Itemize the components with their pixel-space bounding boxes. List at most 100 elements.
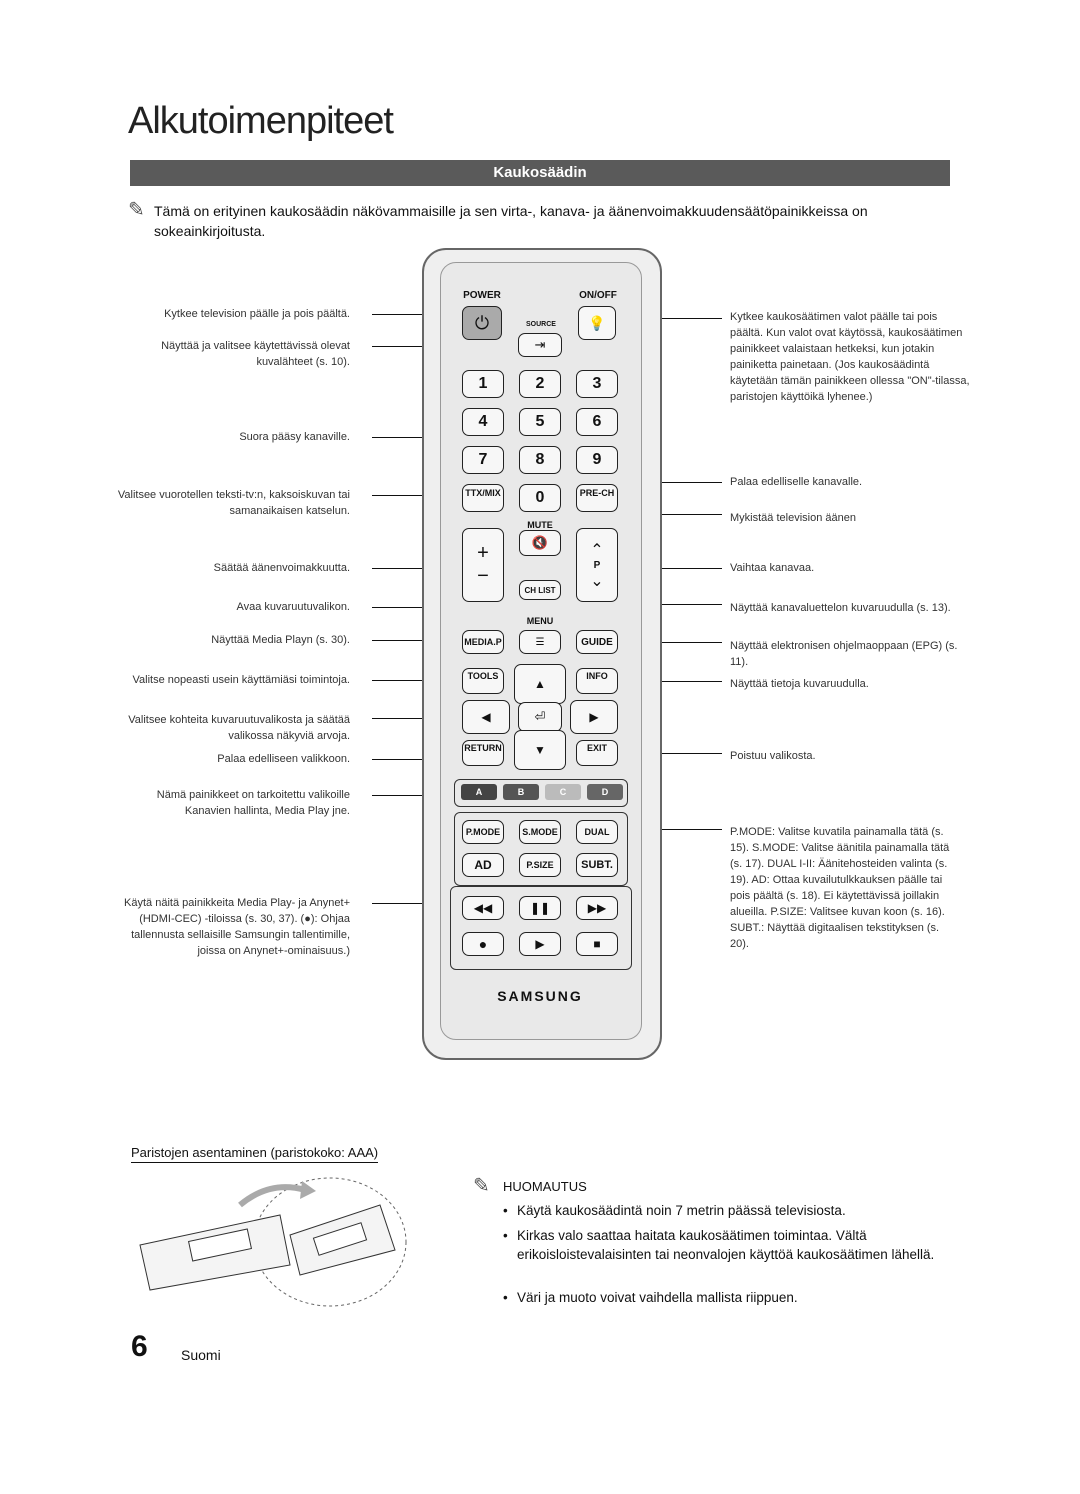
- label-info: Näyttää tietoja kuvaruudulla.: [730, 678, 869, 690]
- arrow-down-icon: ▼: [534, 743, 546, 757]
- leader-line: [622, 681, 722, 682]
- ch-list-button[interactable]: CH LIST: [519, 580, 561, 600]
- leader-line: [372, 640, 462, 641]
- leader-line: [372, 437, 458, 438]
- right-arrow-button[interactable]: ▶: [570, 700, 618, 734]
- digit-1-button[interactable]: 1: [462, 370, 504, 398]
- mute-caption: MUTE: [527, 520, 553, 530]
- bullet-icon: •: [503, 1228, 508, 1243]
- p-size-button[interactable]: P.SIZE: [519, 853, 561, 877]
- digit-2-button[interactable]: 2: [519, 370, 561, 398]
- pencil-note-icon: ✎: [128, 199, 145, 221]
- label-menu: Avaa kuvaruutuvalikon.: [236, 601, 350, 613]
- s-mode-button[interactable]: S.MODE: [519, 820, 561, 844]
- stop-button[interactable]: ■: [576, 932, 618, 956]
- color-button-b[interactable]: B: [503, 784, 539, 800]
- leader-line: [372, 795, 458, 796]
- arrow-left-icon: ◀: [481, 710, 491, 724]
- battery-section-title: Paristojen asentaminen (paristokoko: AAA…: [131, 1145, 379, 1163]
- dual-button[interactable]: DUAL: [576, 820, 618, 844]
- power-icon: ⏻: [474, 312, 490, 333]
- enter-button[interactable]: ⏎: [518, 702, 562, 732]
- label-ttx: Valitsee vuorotellen teksti-tv:n, kaksoi…: [117, 489, 350, 517]
- digit-5-button[interactable]: 5: [519, 408, 561, 436]
- record-button[interactable]: ●: [462, 932, 504, 956]
- label-mediap: Näyttää Media Playn (s. 30).: [211, 634, 350, 646]
- menu-button[interactable]: ☰: [519, 630, 561, 654]
- source-icon: ⇥: [534, 337, 546, 352]
- menu-icon: ☰: [535, 636, 545, 648]
- ttx-mix-button[interactable]: TTX/MIX: [462, 484, 504, 512]
- label-media-buttons: Käytä näitä painikkeita Media Play- ja A…: [124, 897, 350, 957]
- intro-note-text: Tämä on erityinen kaukosäädin näkövammai…: [154, 203, 868, 239]
- power-button[interactable]: ⏻: [462, 306, 502, 340]
- digit-4-button[interactable]: 4: [462, 408, 504, 436]
- source-button[interactable]: ⇥: [518, 333, 562, 357]
- mute-icon: 🔇: [531, 535, 549, 550]
- digit-6-button[interactable]: 6: [576, 408, 618, 436]
- onoff-caption: ON/OFF: [579, 290, 617, 301]
- subt-button[interactable]: SUBT.: [576, 853, 618, 877]
- digit-8-button[interactable]: 8: [519, 446, 561, 474]
- note-text: Käytä kaukosäädintä noin 7 metrin päässä…: [517, 1203, 846, 1218]
- power-caption: POWER: [463, 290, 501, 301]
- samsung-logo: SAMSUNG: [497, 988, 583, 1004]
- label-color-buttons: Nämä painikkeet on tarkoitettu valikoill…: [156, 789, 350, 817]
- fast-forward-button[interactable]: ▶▶: [576, 896, 618, 920]
- ad-button[interactable]: AD: [462, 853, 504, 877]
- color-button-a[interactable]: A: [461, 784, 497, 800]
- down-arrow-button[interactable]: ▼: [514, 730, 566, 770]
- digit-3-button[interactable]: 3: [576, 370, 618, 398]
- media-p-button[interactable]: MEDIA.P: [462, 630, 504, 654]
- leader-line: [616, 318, 722, 319]
- pause-button[interactable]: ❚❚: [519, 896, 561, 920]
- label-volume: Säätää äänenvoimakkuutta.: [213, 562, 350, 574]
- note-text: Väri ja muoto voivat vaihdella mallista …: [517, 1290, 798, 1305]
- channel-rocker[interactable]: ⌃P⌄: [576, 528, 618, 602]
- volume-rocker[interactable]: +−: [462, 528, 504, 602]
- menu-caption: MENU: [526, 616, 554, 626]
- digit-0-button[interactable]: 0: [519, 484, 561, 512]
- record-icon: ●: [478, 936, 488, 952]
- mute-button[interactable]: 🔇: [519, 530, 561, 556]
- play-button[interactable]: ▶: [519, 932, 561, 956]
- note-title-text: HUOMAUTUS: [503, 1179, 587, 1194]
- pencil-note-icon: ✎: [473, 1175, 490, 1197]
- play-icon: ▶: [535, 937, 545, 951]
- up-arrow-button[interactable]: ▲: [514, 664, 566, 704]
- bullet-icon: •: [503, 1290, 508, 1305]
- light-onoff-button[interactable]: 💡: [578, 306, 616, 340]
- stop-icon: ■: [593, 937, 601, 951]
- tools-button[interactable]: TOOLS: [462, 668, 504, 694]
- color-button-c[interactable]: C: [545, 784, 581, 800]
- label-chlist: Näyttää kanavaluettelon kuvaruudulla (s.…: [730, 602, 951, 614]
- label-navigation: Valitsee kohteita kuvaruutuvalikosta ja …: [128, 714, 350, 742]
- digit-7-button[interactable]: 7: [462, 446, 504, 474]
- media-button-group: [450, 886, 632, 970]
- left-arrow-button[interactable]: ◀: [462, 700, 510, 734]
- chevron-down-icon: ⌄: [590, 572, 604, 590]
- intro-note: ✎ Tämä on erityinen kaukosäädin näkövamm…: [128, 199, 928, 239]
- digit-9-button[interactable]: 9: [576, 446, 618, 474]
- channel-p-label: P: [593, 559, 601, 571]
- leader-line: [372, 495, 462, 496]
- rewind-button[interactable]: ◀◀: [462, 896, 504, 920]
- info-button[interactable]: INFO: [576, 668, 618, 694]
- return-button[interactable]: RETURN: [462, 740, 504, 766]
- pre-ch-button[interactable]: PRE-CH: [576, 484, 618, 512]
- label-prech: Palaa edelliselle kanavalle.: [730, 476, 863, 488]
- page-title: Alkutoimenpiteet: [128, 100, 394, 142]
- leader-line: [616, 568, 722, 569]
- label-tools: Valitse nopeasti usein käyttämiäsi toimi…: [132, 674, 350, 686]
- label-return: Palaa edelliseen valikkoon.: [217, 753, 350, 765]
- label-exit: Poistuu valikosta.: [730, 750, 816, 762]
- exit-button[interactable]: EXIT: [576, 740, 618, 766]
- color-button-d[interactable]: D: [587, 784, 623, 800]
- label-guide: Näyttää elektronisen ohjelmaoppaan (EPG)…: [730, 640, 958, 668]
- arrow-right-icon: ▶: [589, 710, 599, 724]
- arrow-up-icon: ▲: [534, 677, 546, 691]
- leader-line: [372, 903, 458, 904]
- guide-button[interactable]: GUIDE: [576, 630, 618, 654]
- p-mode-button[interactable]: P.MODE: [462, 820, 504, 844]
- label-channel: Vaihtaa kanavaa.: [730, 562, 815, 574]
